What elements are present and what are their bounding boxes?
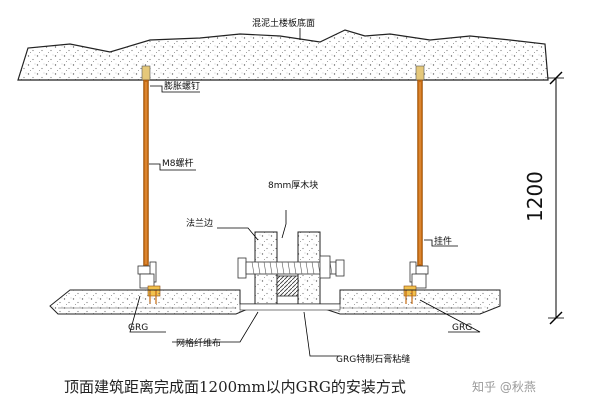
center-joint	[237, 231, 345, 305]
right-hanger-assembly	[403, 65, 429, 304]
grg-panel	[49, 289, 501, 315]
figure-caption: 顶面建筑距离完成面1200mm以内GRG的安装方式	[64, 378, 406, 396]
concrete-floor-label: 混泥土楼板底面	[252, 17, 315, 29]
joint-filler	[239, 303, 341, 311]
caption-bar: 顶面建筑距离完成面1200mm以内GRG的安装方式 知乎 @秋燕	[0, 372, 600, 402]
left-hanger-assembly	[137, 65, 161, 304]
hanger-label: 挂件	[434, 235, 452, 247]
wood-block-label: 8mm厚木块	[268, 179, 318, 191]
m8-rod-label: M8螺杆	[162, 157, 194, 169]
leader-lines	[129, 85, 481, 357]
concrete-slab	[17, 29, 549, 81]
flange-label: 法兰边	[186, 217, 213, 229]
grg-left-label: GRG	[128, 323, 148, 333]
grg-right-label: GRG	[452, 323, 472, 333]
expansion-bolt-label: 膨胀螺钉	[164, 80, 200, 92]
grg-joint-label: GRG特制石膏粘缝	[336, 353, 410, 365]
mesh-tape-label: 网格纤维布	[176, 337, 221, 349]
dimension-1200	[548, 71, 564, 325]
dimension-label: 1200	[523, 171, 547, 222]
watermark: 知乎 @秋燕	[472, 380, 536, 394]
